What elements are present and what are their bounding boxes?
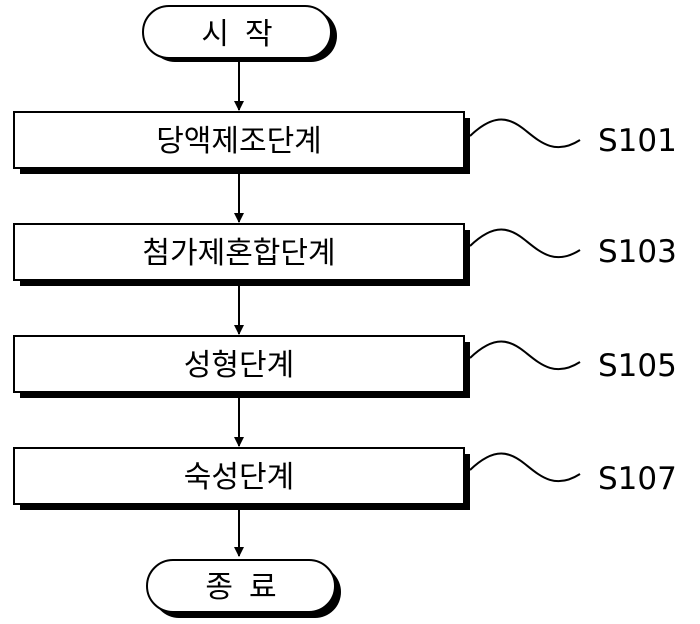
leader-line bbox=[469, 452, 581, 483]
step-ref: S103 bbox=[598, 234, 677, 270]
step-ref: S107 bbox=[598, 461, 677, 497]
step-label: 첨가제혼합단계 bbox=[142, 236, 335, 271]
end-label: 종료 bbox=[205, 570, 292, 605]
process-step: 성형단계 S105 bbox=[13, 335, 677, 398]
step-label: 숙성단계 bbox=[184, 460, 294, 495]
process-step: 당액제조단계 S101 bbox=[13, 111, 677, 174]
step-label: 당액제조단계 bbox=[156, 124, 322, 159]
leader-line bbox=[469, 228, 581, 259]
leader-line bbox=[469, 340, 581, 371]
process-step: 첨가제혼합단계 S103 bbox=[13, 223, 677, 286]
step-label: 성형단계 bbox=[184, 348, 294, 383]
end-terminal: 종료 bbox=[146, 559, 341, 618]
start-terminal: 시작 bbox=[142, 5, 337, 62]
step-ref: S105 bbox=[598, 348, 677, 384]
leader-line bbox=[469, 118, 581, 149]
start-label: 시작 bbox=[201, 17, 288, 52]
step-ref: S101 bbox=[598, 123, 677, 159]
process-step: 숙성단계 S107 bbox=[13, 447, 677, 510]
